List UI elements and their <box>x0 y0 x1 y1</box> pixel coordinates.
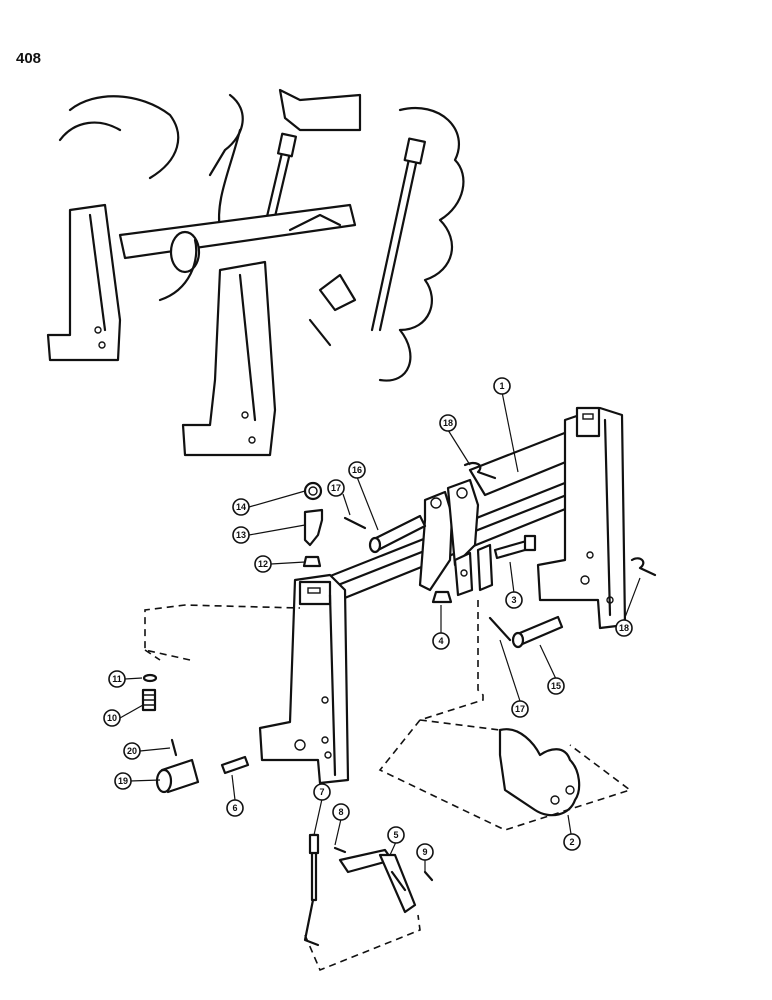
callout-7-label: 7 <box>319 787 324 797</box>
callout-18-upper: 18 <box>439 414 457 432</box>
callout-3: 3 <box>505 591 523 609</box>
callout-19-label: 19 <box>118 776 128 786</box>
callout-13: 13 <box>232 526 250 544</box>
callout-9-label: 9 <box>422 847 427 857</box>
callout-3-label: 3 <box>511 595 516 605</box>
callout-2-label: 2 <box>569 837 574 847</box>
callout-17-lower-label: 17 <box>515 704 525 714</box>
callout-10-label: 10 <box>107 713 117 723</box>
callout-6: 6 <box>226 799 244 817</box>
callout-11: 11 <box>108 670 126 688</box>
tractor-assembly-illustration <box>46 88 465 457</box>
callout-18-right: 18 <box>615 619 633 637</box>
callout-9: 9 <box>416 843 434 861</box>
callout-8: 8 <box>332 803 350 821</box>
callout-16: 16 <box>348 461 366 479</box>
callout-14: 14 <box>232 498 250 516</box>
callout-20: 20 <box>123 742 141 760</box>
callout-8-label: 8 <box>338 807 343 817</box>
callout-17-upper-label: 17 <box>331 483 341 493</box>
callout-17-upper: 17 <box>327 479 345 497</box>
callout-12-label: 12 <box>258 559 268 569</box>
callout-10: 10 <box>103 709 121 727</box>
callout-11-label: 11 <box>112 674 122 684</box>
callouts: 1 2 3 4 5 6 7 8 9 10 11 12 13 14 15 16 1… <box>103 377 633 861</box>
callout-5: 5 <box>387 826 405 844</box>
callout-17-lower: 17 <box>511 700 529 718</box>
callout-20-label: 20 <box>127 746 137 756</box>
callout-13-label: 13 <box>236 530 246 540</box>
callout-12: 12 <box>254 555 272 573</box>
hitch-frame-assembly <box>258 406 627 785</box>
callout-6-label: 6 <box>232 803 237 813</box>
callout-16-label: 16 <box>352 465 362 475</box>
callout-1: 1 <box>493 377 511 395</box>
callout-2: 2 <box>563 833 581 851</box>
callout-7: 7 <box>313 783 331 801</box>
callout-18-upper-label: 18 <box>443 418 453 428</box>
leader-lines <box>119 391 641 872</box>
callout-15: 15 <box>547 677 565 695</box>
callout-14-label: 14 <box>236 502 246 512</box>
page-number: 408 <box>16 50 42 67</box>
callout-15-label: 15 <box>551 681 561 691</box>
callout-18-right-label: 18 <box>619 623 629 633</box>
dashed-guides <box>144 600 632 972</box>
callout-19: 19 <box>114 772 132 790</box>
callout-5-label: 5 <box>393 830 398 840</box>
callout-4-label: 4 <box>438 636 443 646</box>
callout-1-label: 1 <box>499 381 504 391</box>
callout-4: 4 <box>432 632 450 650</box>
